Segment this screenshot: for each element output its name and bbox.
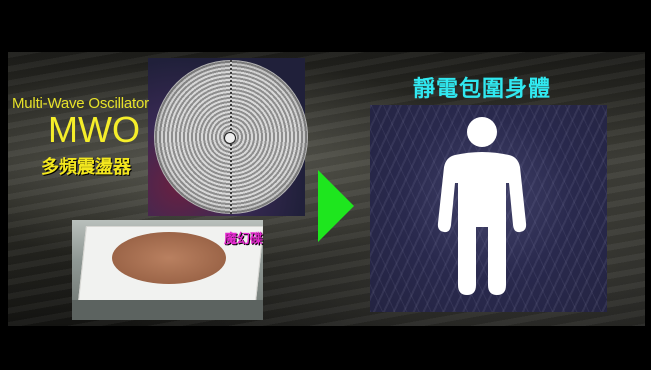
right-arrow-icon [318, 170, 354, 242]
oscillator-chinese-name: 多頻震盪器 [41, 157, 131, 178]
oscillator-disc-photo [148, 58, 308, 216]
person-icon [437, 117, 527, 295]
oscillator-abbreviation: MWO [48, 109, 140, 150]
disc-center-mark [224, 132, 236, 144]
oscillator-english-name: Multi-Wave Oscillator [12, 95, 149, 112]
box-base [72, 300, 263, 320]
magic-plate-label: 魔幻碟 [224, 232, 264, 247]
electrostatic-field-image [370, 105, 607, 312]
magic-plate-box-photo [72, 220, 263, 320]
copper-plate [112, 232, 226, 284]
field-title: 靜電包圍身體 [413, 77, 552, 102]
